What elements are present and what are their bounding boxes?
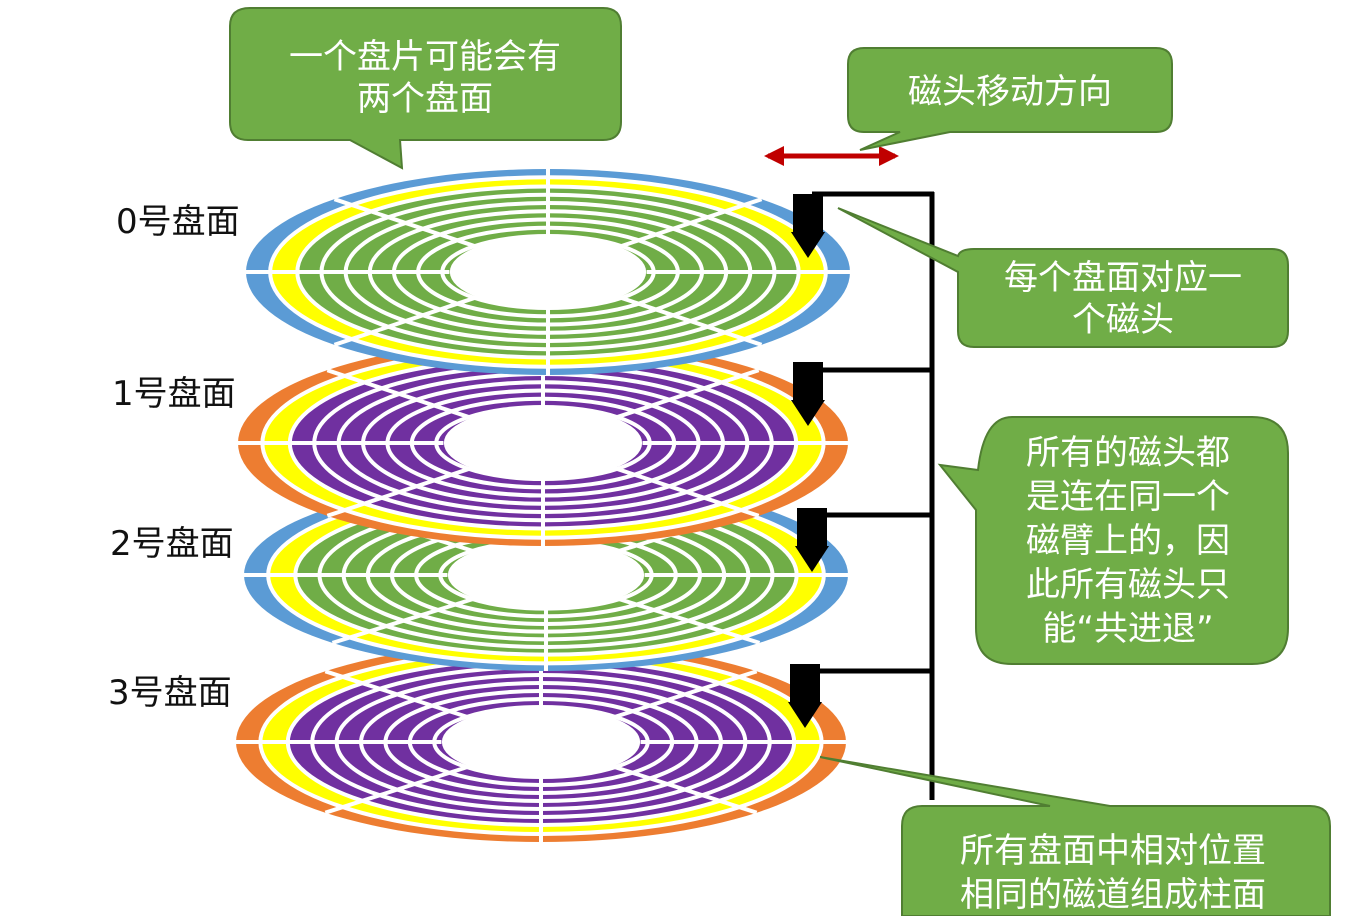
platter-label-3: 3号盘面 xyxy=(108,673,232,713)
sector-divider xyxy=(610,669,758,720)
callout-cylinder: 所有盘面中相对位置 相同的磁道组成柱面 xyxy=(819,756,1331,916)
read-write-head-icon xyxy=(791,194,825,258)
sector-divider xyxy=(617,197,763,250)
sector-divider xyxy=(333,294,479,347)
spindle-hole xyxy=(441,706,641,778)
sector-divider xyxy=(615,596,761,645)
callout-head-per-surface-line-2: 个磁头 xyxy=(1072,300,1174,340)
sector-divider xyxy=(331,596,477,645)
actuator-arm xyxy=(812,191,935,800)
callout-cylinder-line-2: 相同的磁道组成柱面 xyxy=(960,875,1266,915)
callout-two-surfaces: 一个盘片可能会有 两个盘面 xyxy=(229,7,622,170)
sector-divider xyxy=(333,197,479,250)
callout-head-direction-line-1: 磁头移动方向 xyxy=(908,72,1112,112)
spindle-hole xyxy=(447,541,645,609)
platter-stack xyxy=(236,169,850,842)
callout-head-per-surface: 每个盘面对应一 个磁头 xyxy=(837,207,1289,348)
sector-divider xyxy=(612,368,760,421)
callout-shared-arm-line-2: 是连在同一个 xyxy=(1026,477,1230,517)
platter-0 xyxy=(246,169,850,375)
sector-divider xyxy=(612,465,760,518)
platter-label-2: 2号盘面 xyxy=(110,524,234,564)
sector-divider xyxy=(617,294,763,347)
platter-label-1: 1号盘面 xyxy=(112,374,236,414)
read-write-head-icon xyxy=(788,664,822,728)
callout-shared-arm-line-5: 能“共进退” xyxy=(1042,609,1213,649)
callout-two-surfaces-line-2: 两个盘面 xyxy=(357,79,493,119)
callout-head-direction: 磁头移动方向 xyxy=(847,47,1173,151)
sector-divider xyxy=(324,764,472,815)
callout-shared-arm-line-1: 所有的磁头都 xyxy=(1026,433,1230,473)
spindle-hole xyxy=(443,406,643,480)
callout-cylinder-line-1: 所有盘面中相对位置 xyxy=(960,831,1266,871)
sector-divider xyxy=(326,368,474,421)
sector-divider xyxy=(324,669,472,720)
platter-label-0: 0号盘面 xyxy=(116,202,240,242)
callout-shared-arm-line-4: 此所有磁头只 xyxy=(1026,565,1230,605)
read-write-head-icon xyxy=(791,362,825,426)
platter-3 xyxy=(236,642,846,842)
callout-two-surfaces-line-1: 一个盘片可能会有 xyxy=(289,37,561,77)
read-write-head-icon xyxy=(795,508,829,572)
callout-shared-arm: 所有的磁头都 是连在同一个 磁臂上的，因 此所有磁头只 能“共进退” xyxy=(937,416,1289,665)
callout-head-per-surface-line-1: 每个盘面对应一 xyxy=(1004,258,1242,298)
sector-divider xyxy=(326,465,474,518)
sector-divider xyxy=(610,764,758,815)
callout-shared-arm-line-3: 磁臂上的，因 xyxy=(1026,521,1230,561)
spindle-hole xyxy=(449,235,647,309)
